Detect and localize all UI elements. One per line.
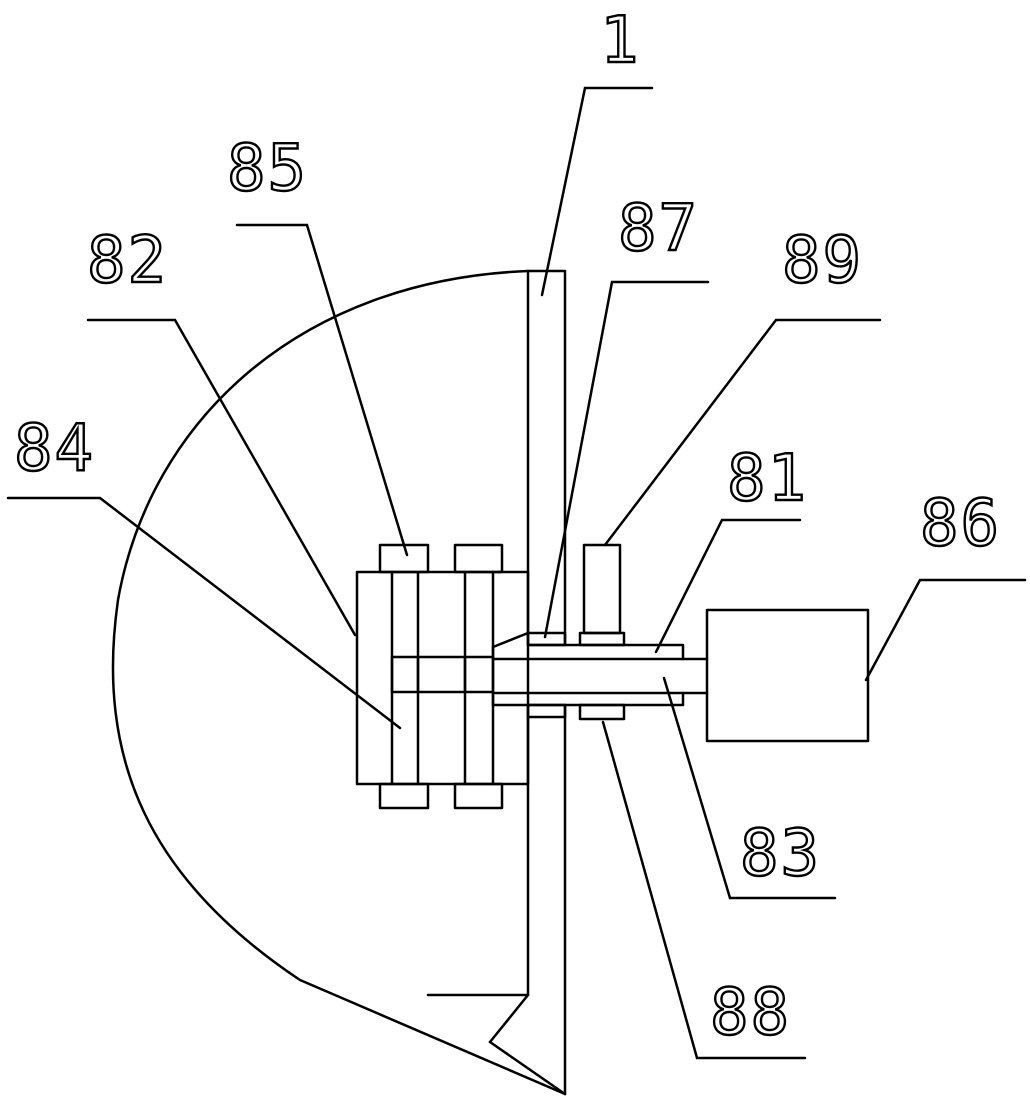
label-upper-seal: 87 bbox=[618, 192, 699, 266]
label-lower-seal: 88 bbox=[710, 976, 791, 1050]
label-frame: 1 bbox=[600, 4, 641, 78]
label-motor: 86 bbox=[920, 487, 1001, 561]
reference-labels: 1 85 87 82 89 84 81 86 83 88 bbox=[13, 3, 1001, 1051]
label-hub: 84 bbox=[14, 412, 95, 486]
curved-shell bbox=[111, 269, 567, 1096]
bolt bbox=[578, 543, 626, 647]
bottom-foot bbox=[426, 993, 530, 1044]
label-housing: 82 bbox=[87, 224, 168, 298]
housing bbox=[355, 570, 530, 786]
bottom-blocks bbox=[378, 782, 504, 810]
lower-seal-ring bbox=[526, 703, 567, 719]
motor-box bbox=[705, 608, 870, 743]
cross-hub bbox=[390, 655, 495, 694]
label-shaft: 81 bbox=[727, 442, 808, 516]
label-bore: 83 bbox=[740, 817, 821, 891]
label-bolt: 89 bbox=[782, 224, 863, 298]
top-blocks bbox=[378, 543, 504, 574]
label-block: 85 bbox=[227, 132, 308, 206]
leader-lines bbox=[6, 86, 1027, 1060]
lower-nut bbox=[578, 703, 626, 721]
